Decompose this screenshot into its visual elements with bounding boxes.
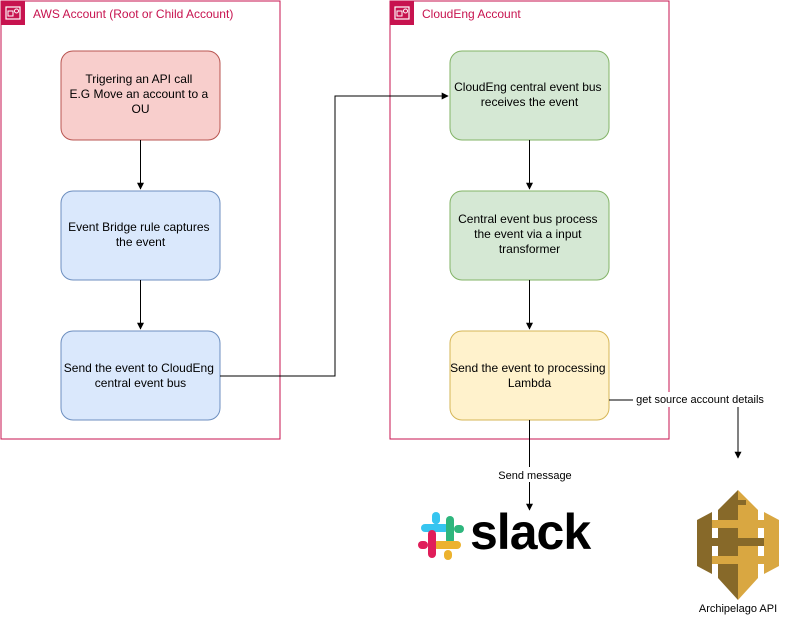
node-text-line: the event via a input (474, 227, 582, 241)
svg-text:Send the event to processing: Send the event to processing Lambda (450, 361, 609, 390)
account-group-icon (390, 1, 414, 25)
aws-account-group: AWS Account (Root or Child Account) (0, 0, 281, 440)
edges (137, 92, 742, 511)
node-text-line: Central event bus process (458, 212, 597, 226)
node-text-line: OU (132, 102, 150, 116)
node-text-line: the event (116, 235, 166, 249)
node-text-line: receives the event (481, 95, 579, 109)
svg-text:Send the event to CloudEng: Send the event to CloudEng central event… (64, 361, 217, 390)
slack-logo: slack (418, 504, 592, 560)
node-text-line: Send the event to processing (450, 361, 605, 375)
node-trigger-api-call[interactable]: Trigering an API call E.G Move an accoun… (60, 50, 221, 141)
api-caption: Archipelago API (699, 603, 777, 615)
cloudeng-account-label: CloudEng Account (422, 7, 521, 21)
node-central-bus-process[interactable]: Central event bus process the event via … (449, 190, 610, 281)
node-text-line: E.G Move an account to a (69, 87, 208, 101)
aws-account-label: AWS Account (Root or Child Account) (33, 7, 233, 21)
edge-label-send-message: Send message (498, 470, 571, 482)
node-text-line: Lambda (508, 376, 552, 390)
svg-text:Event Bridge rule captures: Event Bridge rule captures the event (68, 220, 213, 249)
edge-lambda-to-api (609, 399, 742, 459)
node-text-line: Event Bridge rule captures (68, 220, 209, 234)
node-text-line: CloudEng central event bus (454, 80, 601, 94)
slack-wordmark: slack (470, 504, 591, 560)
node-send-to-central-bus[interactable]: Send the event to CloudEng central event… (60, 330, 221, 421)
svg-text:Trigering an API call E.: Trigering an API call E.G Move an accoun… (69, 72, 211, 116)
node-text-line: transformer (499, 242, 560, 256)
node-event-bridge-rule[interactable]: Event Bridge rule captures the event (60, 190, 221, 281)
node-central-bus-receives[interactable]: CloudEng central event bus receives the … (449, 50, 610, 141)
edge-send-to-receives (220, 92, 449, 377)
slack-logo-icon (418, 512, 464, 560)
node-send-to-lambda[interactable]: Send the event to processing Lambda (449, 330, 610, 421)
svg-text:Central event bus process: Central event bus process the event via … (458, 212, 601, 256)
edge-label-get-source: get source account details (636, 394, 764, 406)
node-text-line: Send the event to CloudEng (64, 361, 214, 375)
node-text-line: central event bus (95, 376, 186, 390)
account-group-icon (1, 1, 25, 25)
api-gateway-icon (697, 490, 779, 600)
node-text-line: Trigering an API call (85, 72, 192, 86)
svg-text:CloudEng central event bus: CloudEng central event bus receives the … (454, 80, 605, 109)
